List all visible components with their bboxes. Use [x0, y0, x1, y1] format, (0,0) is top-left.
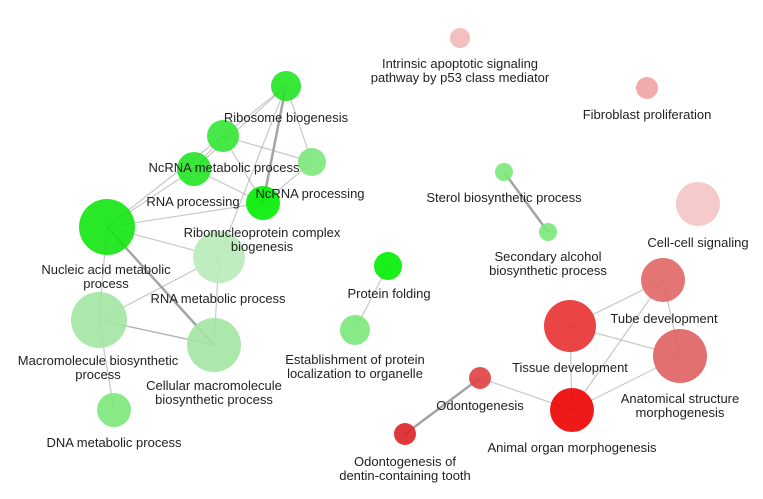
- node-nucleic-acid-metabolic-process[interactable]: [79, 199, 135, 255]
- node-anatomical-structure-morphogenesis[interactable]: [653, 329, 707, 383]
- label-line: Ribosome biogenesis: [224, 110, 349, 125]
- label-line: biogenesis: [231, 239, 294, 254]
- label-protein-folding: Protein folding: [347, 286, 430, 301]
- edge-ribosome-biogenesis--ribonucleoprotein-complex-biogenesis: [218, 85, 287, 258]
- node-odontogenesis[interactable]: [469, 367, 491, 389]
- label-sterol-biosynthetic-process: Sterol biosynthetic process: [426, 190, 582, 205]
- label-animal-organ-morphogenesis: Animal organ morphogenesis: [487, 440, 657, 455]
- node-rna-metabolic-process[interactable]: [187, 318, 241, 372]
- node-tube-development[interactable]: [641, 258, 685, 302]
- node-rna-processing[interactable]: [246, 186, 280, 220]
- label-rna-processing: RNA processing: [146, 194, 239, 209]
- node-cell-cell-signaling[interactable]: [676, 182, 720, 226]
- label-line: Sterol biosynthetic process: [426, 190, 582, 205]
- label-line: Tube development: [610, 311, 718, 326]
- label-line: Odontogenesis: [436, 398, 524, 413]
- node-ribosome-biogenesis[interactable]: [271, 71, 301, 101]
- label-line: Tissue development: [512, 360, 628, 375]
- label-line: RNA processing: [146, 194, 239, 209]
- label-line: Anatomical structure: [621, 391, 740, 406]
- node-establishment-of-protein-localization[interactable]: [340, 315, 370, 345]
- label-line: process: [83, 276, 129, 291]
- label-fibroblast-proliferation: Fibroblast proliferation: [583, 107, 712, 122]
- label-line: Ribonucleoprotein complex: [184, 225, 341, 240]
- label-tube-development: Tube development: [610, 311, 718, 326]
- label-line: Macromolecule biosynthetic: [18, 353, 179, 368]
- label-line: pathway by p53 class mediator: [371, 70, 550, 85]
- node-sterol-biosynthetic-process[interactable]: [495, 163, 513, 181]
- label-line: DNA metabolic process: [46, 435, 182, 450]
- node-ncrna-processing[interactable]: [298, 148, 326, 176]
- edge-sterol-biosynthetic-process--secondary-alcohol-biosynthetic-process: [502, 171, 550, 233]
- node-secondary-alcohol-biosynthetic-process[interactable]: [539, 223, 557, 241]
- label-ribosome-biogenesis: Ribosome biogenesis: [224, 110, 349, 125]
- edge-odontogenesis--odontogenesis-of-dentin-containing-tooth: [404, 376, 481, 436]
- node-intrinsic-apoptotic-signaling[interactable]: [450, 28, 470, 48]
- label-line: Odontogenesis of: [354, 454, 456, 469]
- node-odontogenesis-of-dentin-containing-tooth[interactable]: [394, 423, 416, 445]
- label-odontogenesis: Odontogenesis: [436, 398, 524, 413]
- label-line: Protein folding: [347, 286, 430, 301]
- node-ncrna-metabolic-process[interactable]: [207, 120, 239, 152]
- label-line: NcRNA processing: [255, 186, 364, 201]
- node-dna-metabolic-process[interactable]: [97, 393, 131, 427]
- nodes-layer: [71, 28, 720, 445]
- label-line: Establishment of protein: [285, 352, 424, 367]
- label-line: Intrinsic apoptotic signaling: [382, 56, 538, 71]
- node-ribonucleoprotein-complex-biogenesis[interactable]: [193, 231, 245, 283]
- label-ncrna-metabolic-process: NcRNA metabolic process: [149, 160, 300, 175]
- edge-ribosome-biogenesis--rna-processing-top: [193, 85, 287, 170]
- label-line: Secondary alcohol: [495, 249, 602, 264]
- label-line: process: [75, 367, 121, 382]
- node-tissue-development[interactable]: [544, 300, 596, 352]
- node-protein-folding[interactable]: [374, 252, 402, 280]
- label-line: Cellular macromolecule: [146, 378, 282, 393]
- node-fibroblast-proliferation[interactable]: [636, 77, 658, 99]
- edge-ribosome-biogenesis--rna-processing: [261, 85, 288, 204]
- label-ncrna-processing: NcRNA processing: [255, 186, 364, 201]
- label-line: morphogenesis: [636, 405, 725, 420]
- label-line: Animal organ morphogenesis: [487, 440, 657, 455]
- label-line: RNA metabolic process: [150, 291, 286, 306]
- label-tissue-development: Tissue development: [512, 360, 628, 375]
- label-line: biosynthetic process: [489, 263, 607, 278]
- edge-tube-development--animal-organ-morphogenesis: [571, 279, 664, 411]
- label-rna-metabolic-process: RNA metabolic process: [150, 291, 286, 306]
- label-line: Fibroblast proliferation: [583, 107, 712, 122]
- label-line: localization to organelle: [287, 366, 423, 381]
- label-line: Cell-cell signaling: [647, 235, 748, 250]
- label-cell-cell-signaling: Cell-cell signaling: [647, 235, 748, 250]
- label-line: Nucleic acid metabolic: [41, 262, 171, 277]
- label-line: dentin-containing tooth: [339, 468, 471, 483]
- label-line: biosynthetic process: [155, 392, 273, 407]
- node-rna-processing-top[interactable]: [177, 152, 211, 186]
- label-line: NcRNA metabolic process: [149, 160, 300, 175]
- label-dna-metabolic-process: DNA metabolic process: [46, 435, 182, 450]
- node-animal-organ-morphogenesis[interactable]: [550, 388, 594, 432]
- node-macromolecule-biosynthetic-process[interactable]: [71, 292, 127, 348]
